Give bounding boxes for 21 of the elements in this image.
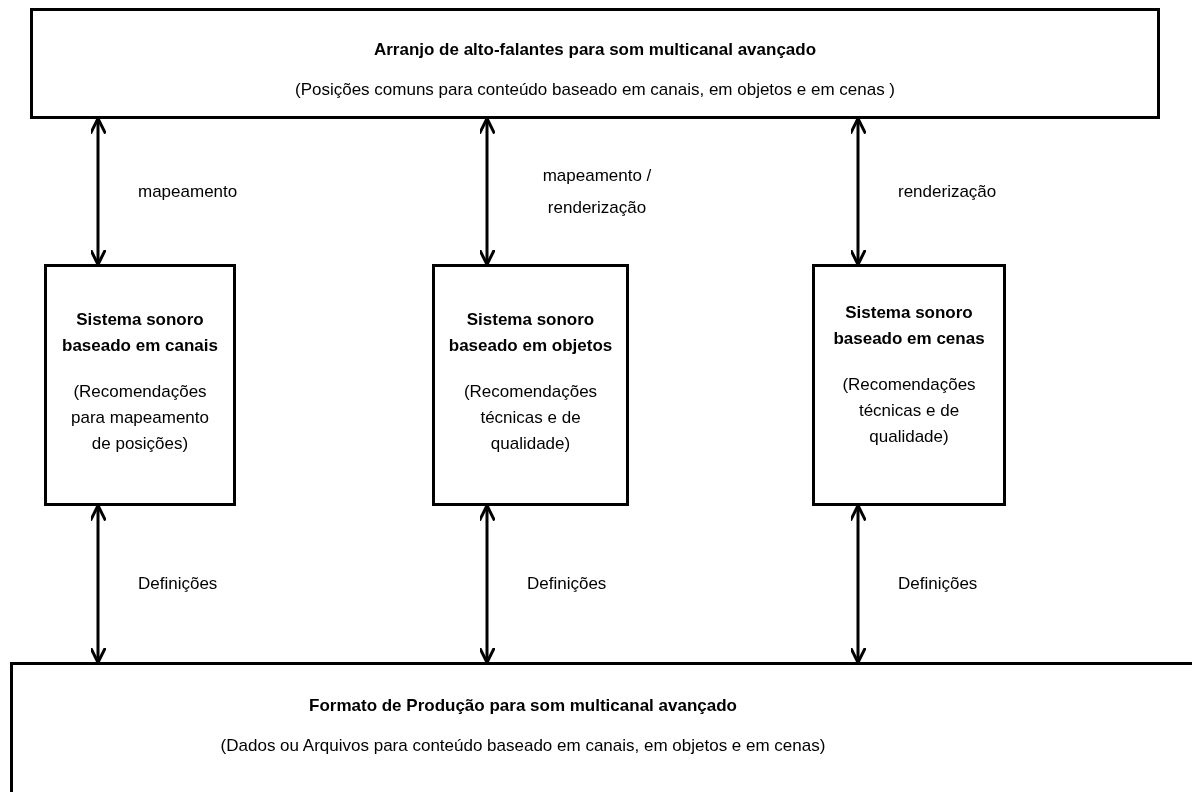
box-heading: Sistema sonoro baseado em canais [61, 309, 219, 357]
double-arrow [849, 117, 867, 266]
process-box [812, 264, 1006, 506]
box-heading: Formato de Produção para som multicanal avançado [308, 695, 738, 717]
box-heading: Sistema sonoro baseado em objetos [447, 309, 614, 357]
double-arrow [478, 504, 496, 664]
box-description: (Dados ou Arquivos para conteúdo baseado em canais, em objetos e em cenas) [219, 735, 827, 757]
double-arrow [89, 504, 107, 664]
box-description: (Posições comuns para conteúdo baseado em canais, em objetos e em cenas ) [294, 79, 896, 101]
process-box [30, 8, 1160, 119]
process-box [44, 264, 236, 506]
box-heading: Arranjo de alto-falantes para som multicanal avançado [373, 39, 817, 61]
process-box [10, 662, 1192, 792]
box-heading: Sistema sonoro baseado em cenas [832, 302, 986, 350]
double-arrow [849, 504, 867, 664]
box-description: (Recomendações técnicas e de qualidade) [841, 374, 977, 448]
double-arrow [478, 117, 496, 266]
process-box [432, 264, 629, 506]
double-arrow [89, 117, 107, 266]
box-description: (Recomendações técnicas e de qualidade) [462, 381, 599, 455]
box-description: (Recomendações para mapeamento de posições) [70, 381, 210, 455]
